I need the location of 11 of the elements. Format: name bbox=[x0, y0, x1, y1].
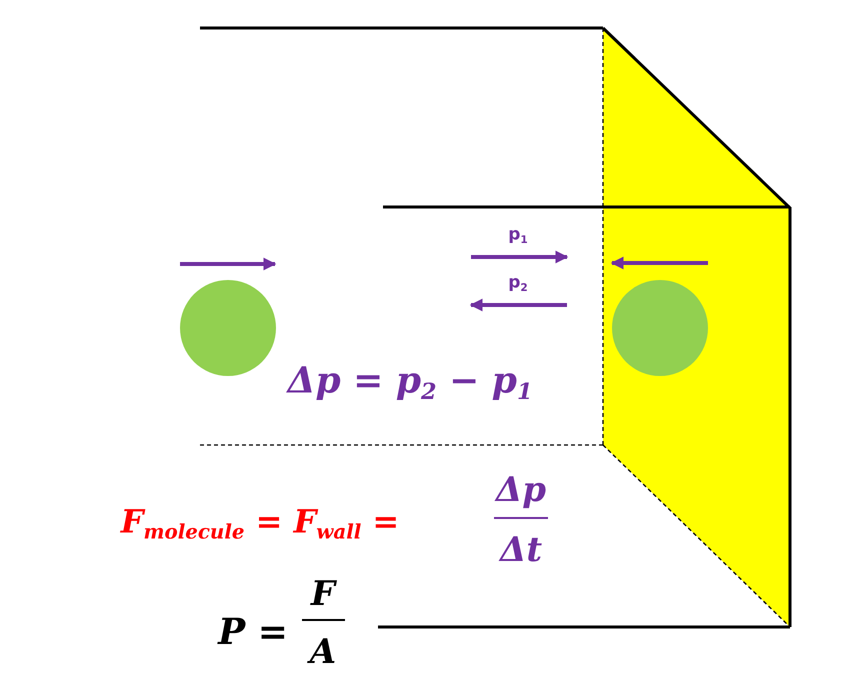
molecule-circle bbox=[180, 280, 276, 376]
fraction-numerator: F bbox=[310, 577, 336, 611]
fraction-denominator: A bbox=[310, 635, 336, 669]
fraction-denominator: Δt bbox=[500, 533, 542, 567]
momentum-label: p$_{2}$ bbox=[508, 274, 528, 294]
force-equation: F$_{molecule}$ = F$_{wall}$ = bbox=[120, 506, 400, 542]
momentum-change-equation: Δp = p$_{2}$ − p$_{1}$ bbox=[288, 362, 532, 404]
fraction-numerator: Δp bbox=[496, 473, 546, 507]
momentum-label: p$_{1}$ bbox=[508, 226, 528, 246]
molecule-circle bbox=[612, 280, 708, 376]
pressure-equation: P = bbox=[218, 614, 288, 650]
